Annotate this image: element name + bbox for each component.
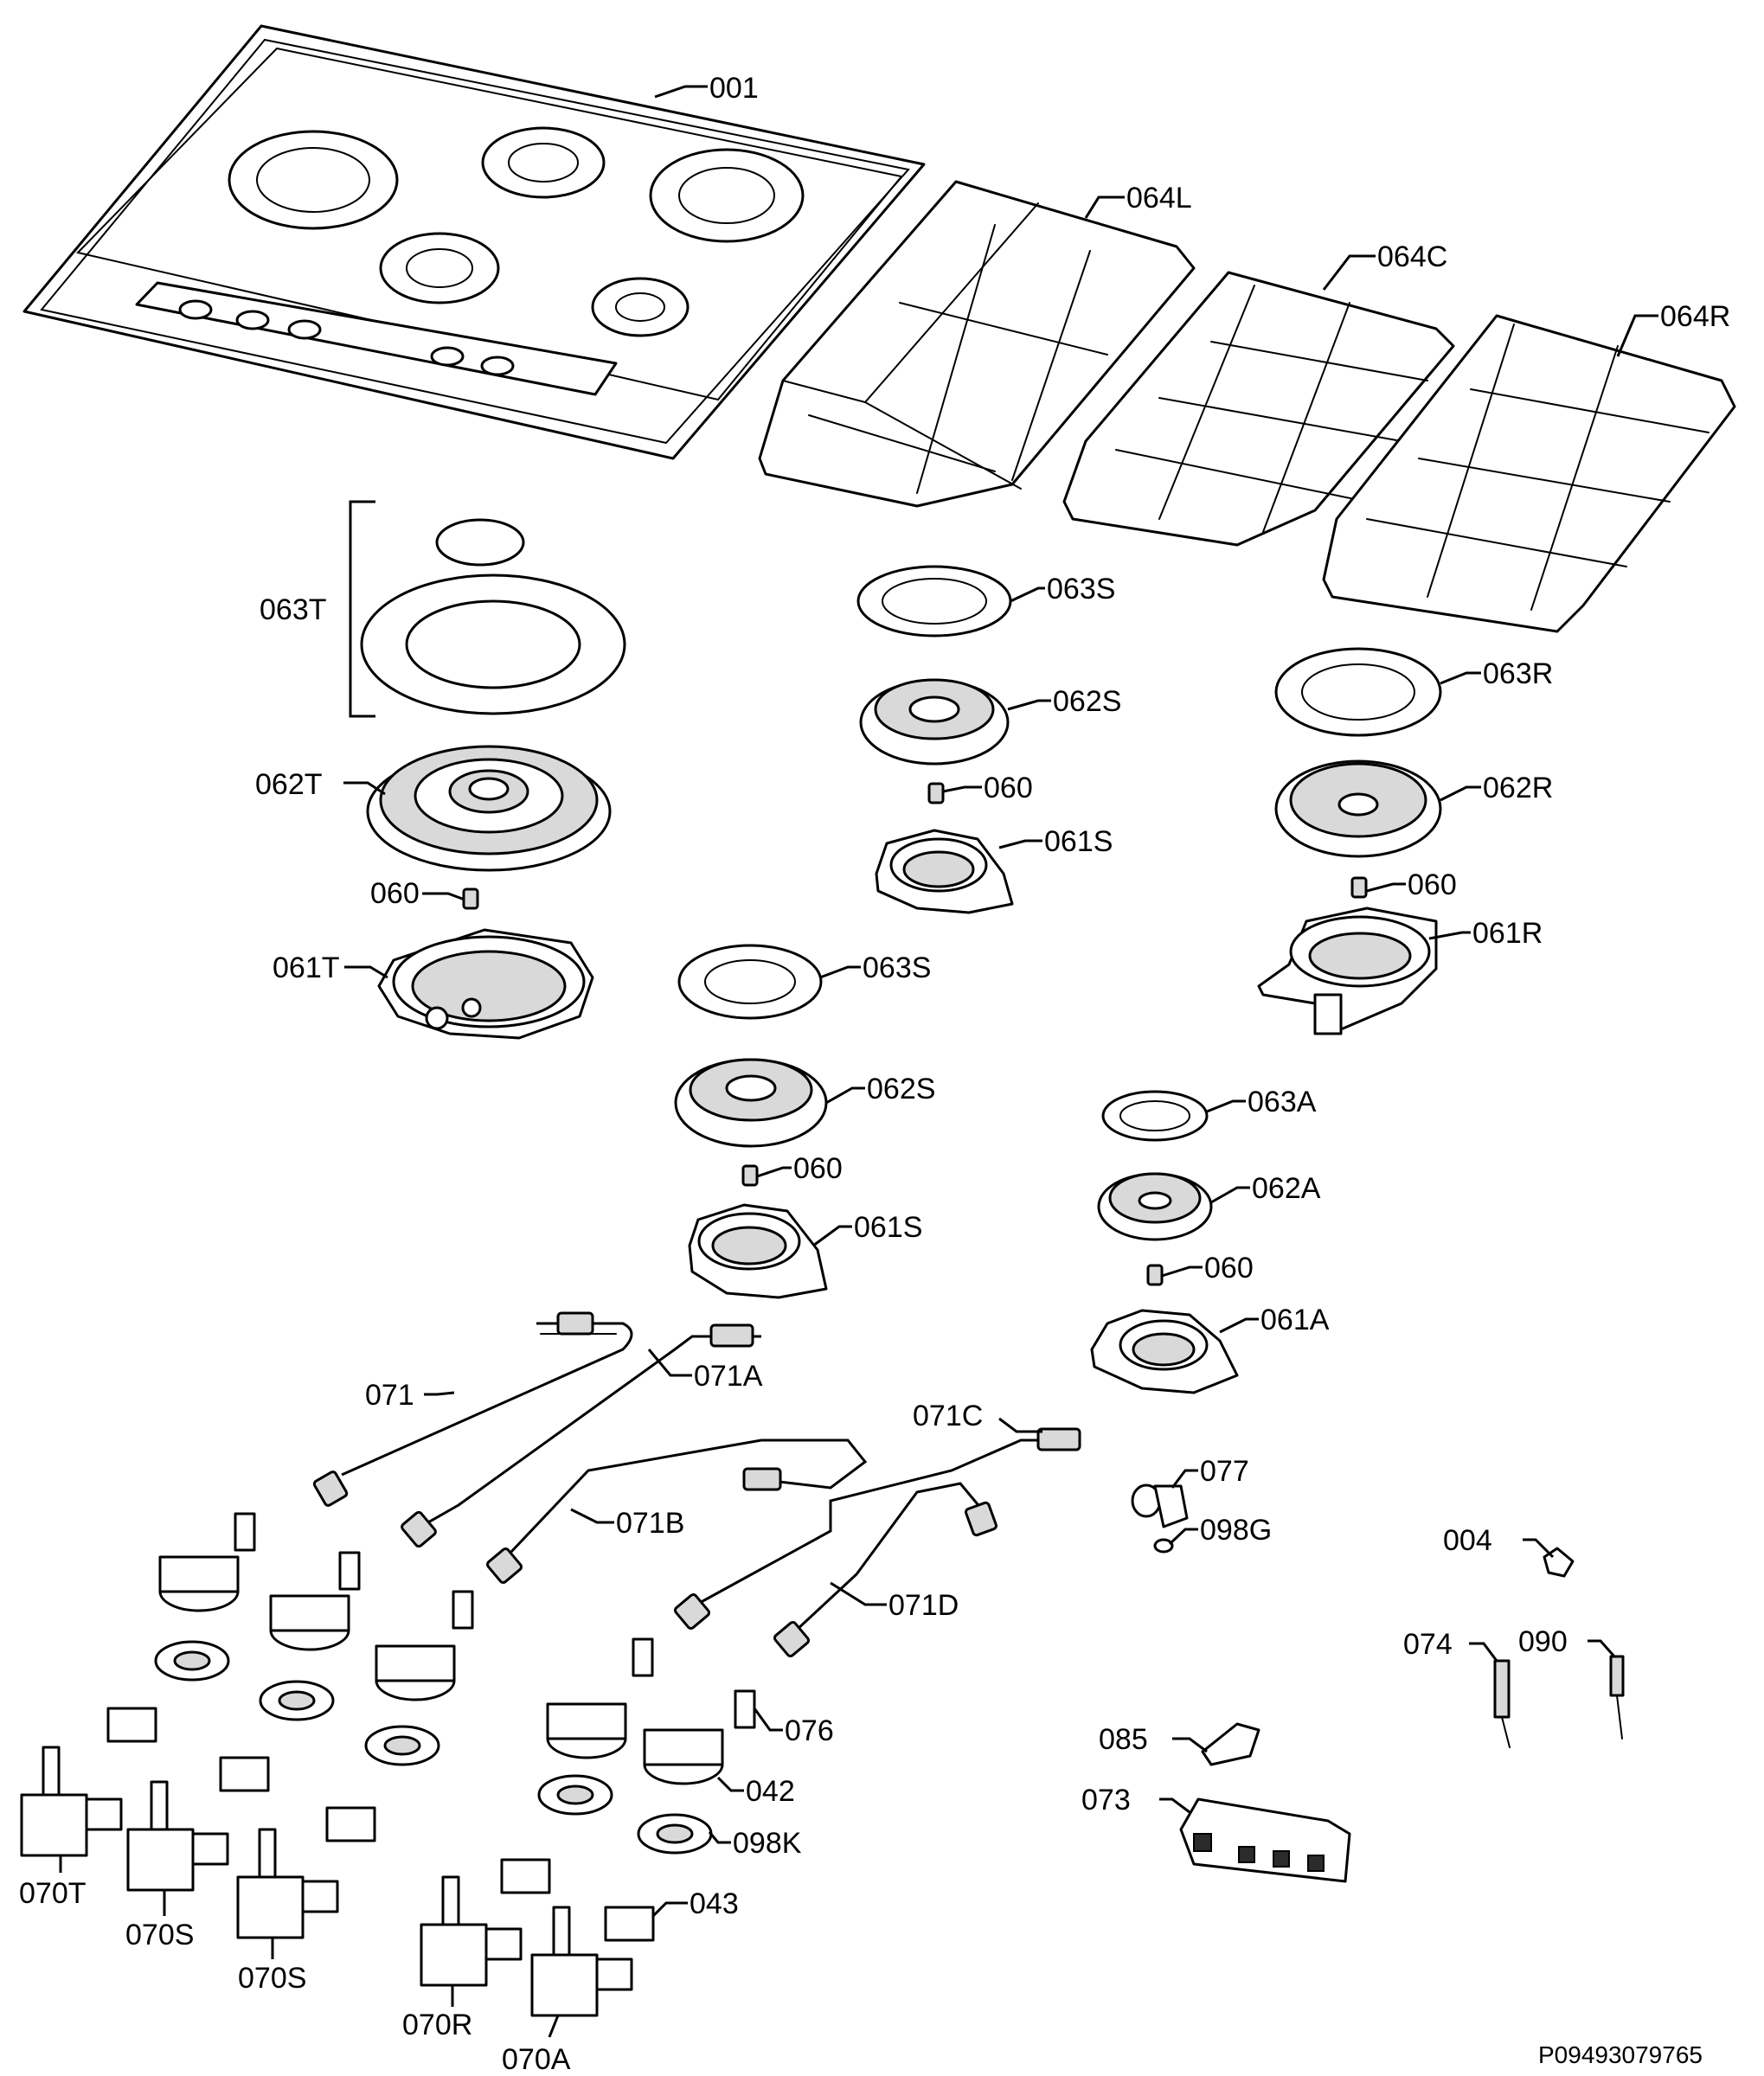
label-077: 077: [1200, 1455, 1249, 1488]
label-060-t: 060: [370, 877, 420, 910]
burner-crown-062R: [1274, 759, 1442, 858]
label-060-s1: 060: [984, 772, 1033, 804]
gas-tap-070T: [20, 1746, 123, 1857]
label-070R: 070R: [402, 2009, 472, 2041]
control-knob: [158, 1555, 724, 1785]
gas-tap-070R: [420, 1875, 523, 1987]
label-085: 085: [1099, 1723, 1148, 1756]
gas-pipe-071B: [486, 1438, 868, 1584]
label-061A: 061A: [1260, 1304, 1330, 1336]
label-064R: 064R: [1660, 300, 1730, 333]
label-042: 042: [746, 1775, 795, 1808]
document-id: P09493079765: [1538, 2041, 1703, 2068]
part-labels: 001 064L 064C 064R 063T 062T 060 061T 06…: [19, 72, 1730, 2076]
label-071D: 071D: [888, 1589, 959, 1622]
label-063T: 063T: [260, 593, 327, 626]
label-062T: 062T: [255, 768, 323, 801]
pan-support-064C: [1062, 271, 1455, 547]
gas-tap-070A: [530, 1906, 633, 2017]
washer-098G: [1153, 1538, 1174, 1554]
hob-top-001: [22, 24, 926, 460]
injector-060-t: [462, 887, 479, 910]
label-043: 043: [690, 1887, 739, 1920]
burner-cap-063R: [1274, 647, 1442, 737]
ignition-plug-074: [1493, 1659, 1511, 1748]
label-076: 076: [785, 1714, 834, 1747]
burner-base-061A: [1090, 1309, 1239, 1394]
microswitch-043: [106, 1707, 655, 1942]
gas-tap-070S-1: [126, 1780, 229, 1892]
label-098G: 098G: [1200, 1514, 1272, 1547]
label-061S-top: 061S: [1044, 825, 1113, 858]
label-063A: 063A: [1248, 1086, 1317, 1118]
burner-cap-063S-mid: [677, 944, 823, 1020]
burner-crown-062A: [1097, 1172, 1213, 1241]
label-062S-top: 062S: [1053, 685, 1121, 718]
gas-pipe-071A: [401, 1323, 761, 1548]
pan-support-064L: [758, 180, 1196, 508]
burner-base-061S-top: [875, 829, 1014, 914]
burner-cap-063A: [1101, 1090, 1209, 1142]
burner-cap-set-063T: [349, 500, 626, 718]
label-098K: 098K: [733, 1827, 802, 1860]
injector-060-s1: [927, 782, 945, 804]
gas-pipe-071D: [773, 1482, 998, 1657]
control-knob-holes: [178, 299, 515, 376]
label-070A: 070A: [502, 2043, 571, 2076]
label-060-r: 060: [1408, 868, 1457, 901]
label-071: 071: [365, 1379, 414, 1412]
label-060-s2: 060: [793, 1152, 843, 1185]
label-001: 001: [709, 72, 759, 105]
label-074: 074: [1403, 1628, 1453, 1661]
switch-085: [1201, 1722, 1260, 1766]
pan-support-064R: [1322, 314, 1736, 633]
label-004: 004: [1443, 1524, 1492, 1557]
label-063S-top: 063S: [1047, 573, 1115, 606]
label-070S-1: 070S: [125, 1919, 194, 1951]
label-064C: 064C: [1377, 240, 1447, 273]
label-063S-mid: 063S: [863, 952, 931, 984]
label-090: 090: [1518, 1625, 1568, 1658]
label-062A: 062A: [1252, 1172, 1321, 1205]
label-061R: 061R: [1472, 917, 1543, 950]
burner-crown-062S-top: [859, 678, 1010, 766]
label-073: 073: [1081, 1784, 1131, 1816]
burner-cap-063S-top: [856, 565, 1012, 638]
label-062S-mid: 062S: [867, 1073, 935, 1105]
burner-crown-062S-mid: [674, 1058, 828, 1148]
injector-060-r: [1350, 876, 1368, 899]
label-070T: 070T: [19, 1877, 87, 1910]
label-062R: 062R: [1483, 772, 1553, 804]
label-071A: 071A: [694, 1360, 763, 1393]
leader-lines: [59, 85, 1658, 2038]
ignition-unit-073: [1179, 1797, 1351, 1883]
burner-base-061S-mid: [688, 1203, 828, 1299]
label-071C: 071C: [913, 1400, 983, 1432]
burner-crown-062T: [366, 745, 612, 872]
thermocouple-090: [1609, 1655, 1625, 1740]
label-063R: 063R: [1483, 657, 1553, 690]
gas-tap-070S-2: [236, 1828, 339, 1939]
injector-060-s2: [741, 1164, 759, 1187]
label-064L: 064L: [1126, 182, 1192, 215]
injector-060-a: [1146, 1264, 1164, 1286]
label-071B: 071B: [616, 1507, 684, 1540]
burner-base-061R: [1257, 907, 1438, 1035]
label-061S-mid: 061S: [854, 1211, 922, 1244]
elbow-connector-077: [1131, 1483, 1189, 1528]
label-061T: 061T: [273, 952, 340, 984]
burner-openings: [228, 126, 805, 337]
label-060-a: 060: [1204, 1252, 1254, 1285]
gas-pipe-071C: [674, 1427, 1081, 1630]
gas-pipe-071: [312, 1311, 633, 1507]
knob-bezel: [154, 1640, 713, 1855]
label-070S-2: 070S: [238, 1962, 306, 1995]
burner-base-061T: [377, 928, 594, 1040]
